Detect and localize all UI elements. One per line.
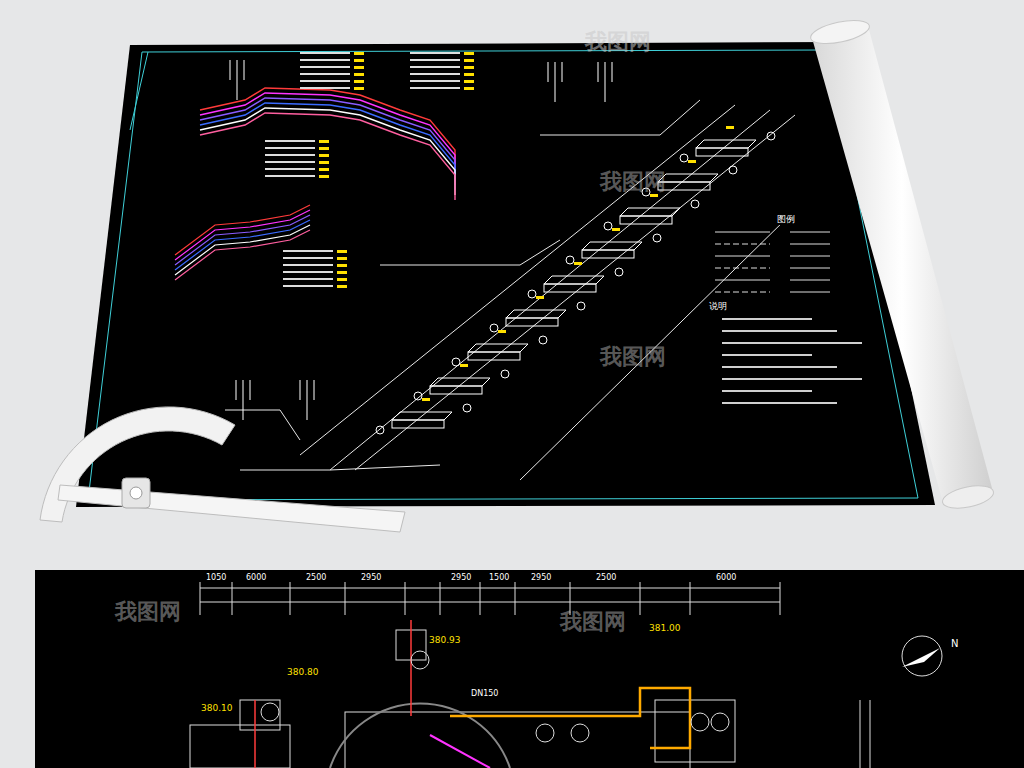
pipe-size: DN150 [470, 690, 499, 699]
dimension: 2950 [530, 574, 552, 583]
roll-end [809, 16, 872, 48]
elevation: 380.10 [200, 704, 234, 714]
north-mark: N [950, 638, 959, 649]
watermark: 我图网 [600, 345, 666, 369]
paper-roll [812, 26, 992, 506]
elevation: 380.93 [428, 636, 462, 646]
watermark: 我图网 [600, 170, 666, 194]
dimension: 2500 [595, 574, 617, 583]
watermark: 我图网 [585, 30, 651, 54]
dimension: 6000 [245, 574, 267, 583]
protractor [40, 407, 405, 532]
dimension: 1500 [488, 574, 510, 583]
dimension: 6000 [715, 574, 737, 583]
dimension: 2500 [305, 574, 327, 583]
notes-heading: 说明 [708, 302, 728, 312]
dimension: 1050 [205, 574, 227, 583]
frame-strip [130, 52, 148, 130]
plan-drawing [35, 570, 1024, 768]
dimension: 2950 [360, 574, 382, 583]
watermark: 我图网 [560, 610, 626, 634]
pipe-isometric [175, 52, 862, 480]
dimension: 2950 [450, 574, 472, 583]
elevation: 381.00 [648, 624, 682, 634]
legend-heading: 图例 [776, 215, 796, 225]
roll-end [940, 482, 995, 512]
elevation: 380.80 [286, 668, 320, 678]
watermark: 我图网 [115, 600, 181, 624]
